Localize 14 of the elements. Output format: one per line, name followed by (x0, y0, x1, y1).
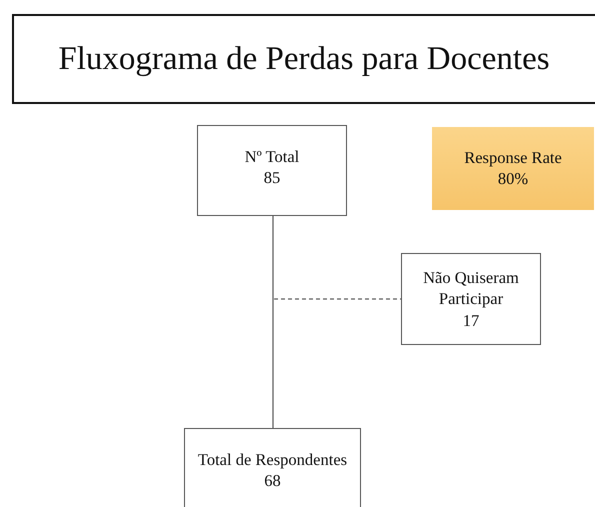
count-value: 68 (264, 470, 281, 492)
box-label: Response Rate (464, 147, 562, 168)
box-label: Não Quiseram Participar (422, 266, 520, 310)
dashed-connector (272, 216, 402, 300)
highlight-box (432, 127, 594, 210)
process-box (184, 428, 361, 507)
title: Fluxograma de Perdas para Docentes (58, 40, 551, 78)
box-label: Nº Total (244, 146, 300, 168)
count-value: 85 (264, 167, 280, 189)
box-label: Total de Respondentes (198, 449, 348, 470)
count-value: 80% (498, 168, 528, 190)
count-value: 17 (462, 310, 480, 332)
process-box (401, 253, 541, 345)
process-box (197, 125, 347, 216)
